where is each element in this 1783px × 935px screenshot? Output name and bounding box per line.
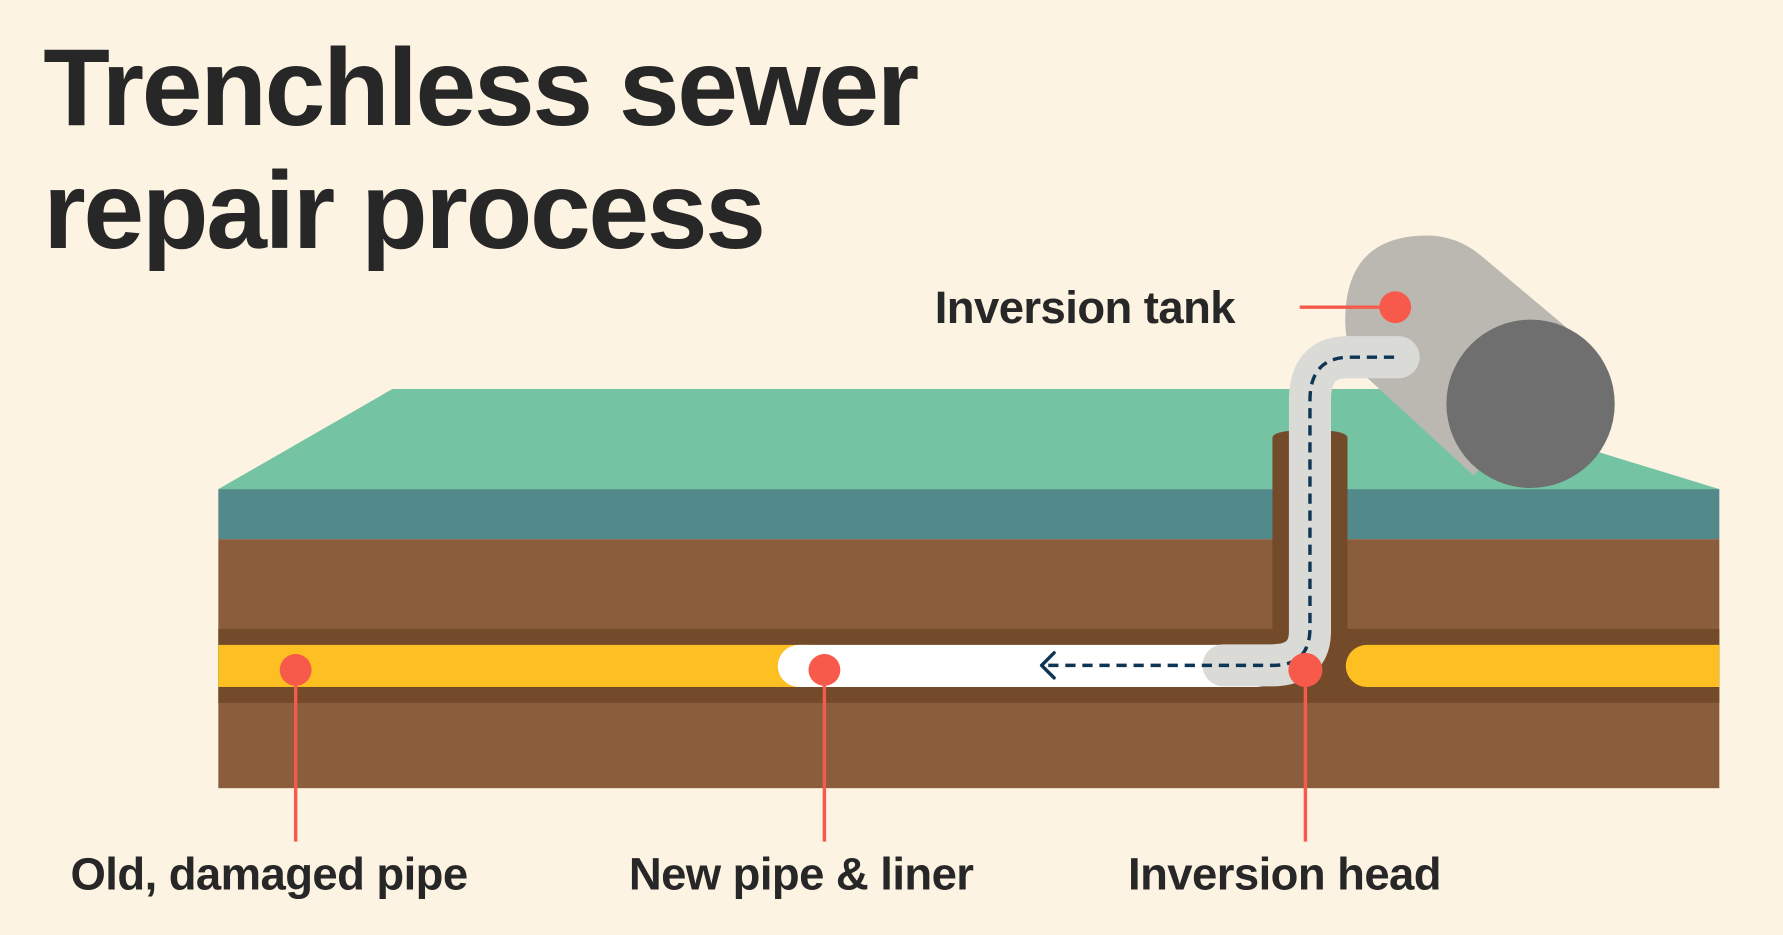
label-new-pipe: New pipe & liner — [629, 848, 974, 899]
title-line-2: repair process — [43, 150, 764, 272]
marker-dot-icon — [279, 653, 312, 686]
marker-dot-icon — [1379, 291, 1412, 324]
new-pipe-liner — [777, 644, 1279, 687]
topsoil-layer — [218, 489, 1720, 540]
marker-new-pipe — [808, 653, 841, 842]
inversion-tank — [1345, 235, 1615, 488]
marker-inversion-tank — [1299, 291, 1412, 324]
marker-dot-icon — [808, 653, 841, 686]
label-inversion-tank: Inversion tank — [935, 282, 1237, 333]
tank-end-cap — [1446, 319, 1615, 488]
marker-inversion-head — [1288, 652, 1323, 842]
label-inversion-head: Inversion head — [1128, 848, 1441, 899]
title-line-1: Trenchless sewer — [43, 27, 918, 149]
flow-path-arrow — [1046, 355, 1395, 668]
old-pipe-right — [1345, 644, 1720, 687]
old-pipe-left — [218, 644, 810, 687]
label-old-pipe: Old, damaged pipe — [71, 848, 468, 899]
marker-old-pipe — [279, 653, 312, 842]
marker-dot-icon — [1288, 652, 1323, 687]
arrowhead-icon — [1039, 651, 1056, 680]
